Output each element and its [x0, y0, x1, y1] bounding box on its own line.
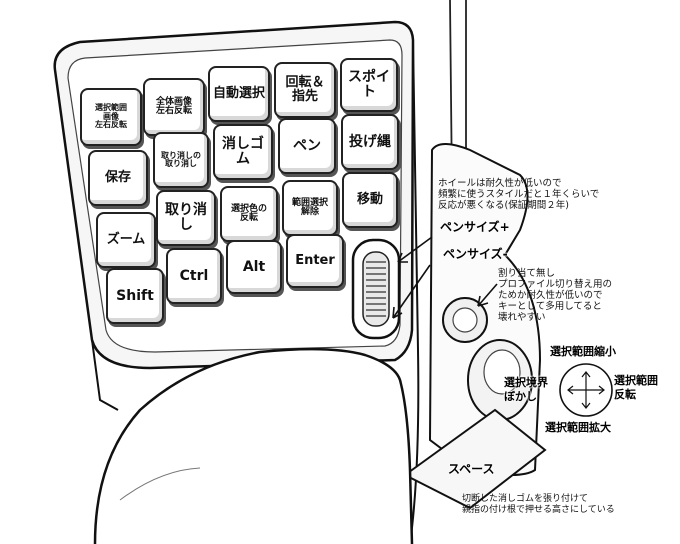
key-auto-select[interactable]: 自動選択 — [208, 66, 270, 122]
key-full-image-flip[interactable]: 全体画像 左右反転 — [143, 78, 205, 136]
stick-left-label: 選択境界 ぼかし — [504, 376, 548, 403]
pen-size-plus-label: ペンサイズ+ — [440, 220, 510, 234]
stick-right-label: 選択範囲 反転 — [614, 374, 658, 401]
key-lasso[interactable]: 投げ縄 — [341, 114, 399, 170]
key-enter[interactable]: Enter — [286, 234, 344, 288]
hand-crease — [119, 467, 201, 501]
hand-outline — [93, 347, 414, 544]
space-bar-slab[interactable] — [403, 408, 547, 510]
button-arrow — [477, 283, 498, 307]
key-alt[interactable]: Alt — [226, 240, 282, 294]
key-space-label: スペース — [448, 462, 495, 476]
pen-size-minus-label: ペンサイズ- — [443, 247, 508, 261]
stick-up-label: 選択範囲縮小 — [550, 345, 616, 358]
key-shift[interactable]: Shift — [106, 268, 164, 324]
key-select-flip[interactable]: 選択範囲 画像 左右反転 — [80, 88, 142, 146]
key-undo[interactable]: 取り消し — [156, 190, 216, 246]
stick-down-label: 選択範囲拡大 — [545, 421, 611, 434]
round-button-inner — [452, 307, 478, 333]
key-redo[interactable]: 取り消しの 取り消し — [153, 132, 209, 188]
key-ctrl[interactable]: Ctrl — [166, 248, 222, 304]
key-invert-selection-color[interactable]: 選択色の 反転 — [220, 186, 278, 242]
key-save[interactable]: 保存 — [88, 150, 148, 206]
side-button-note: 割り当て無し プロファイル切り替え用の ためか耐久性が低いので キーとして多用し… — [498, 268, 613, 323]
wheel-durability-note: ホイールは耐久性が低いので 頻繁に使うスタイルだと１年くらいで 反応が悪くなる(… — [438, 178, 600, 211]
device-lower-left-edge — [91, 339, 119, 411]
scroll-wheel[interactable] — [362, 251, 390, 327]
thumb-stick-top — [483, 349, 521, 395]
key-zoom[interactable]: ズーム — [96, 212, 156, 268]
key-move[interactable]: 移動 — [342, 172, 398, 228]
key-eyedropper[interactable]: スポイト — [340, 58, 398, 112]
key-pen[interactable]: ペン — [278, 118, 336, 174]
space-bar-note: 切断した消しゴムを張り付けて 親指の付け根で押せる高さにしている — [462, 494, 615, 515]
scroll-wheel-ridges — [366, 261, 386, 317]
wheel-arrows — [392, 236, 433, 319]
direction-pad-indicator — [559, 363, 613, 417]
key-deselect[interactable]: 範囲選択 解除 — [282, 180, 338, 236]
key-eraser[interactable]: 消しゴム — [213, 124, 273, 180]
key-rotate[interactable]: 回転＆ 指先 — [274, 62, 336, 118]
